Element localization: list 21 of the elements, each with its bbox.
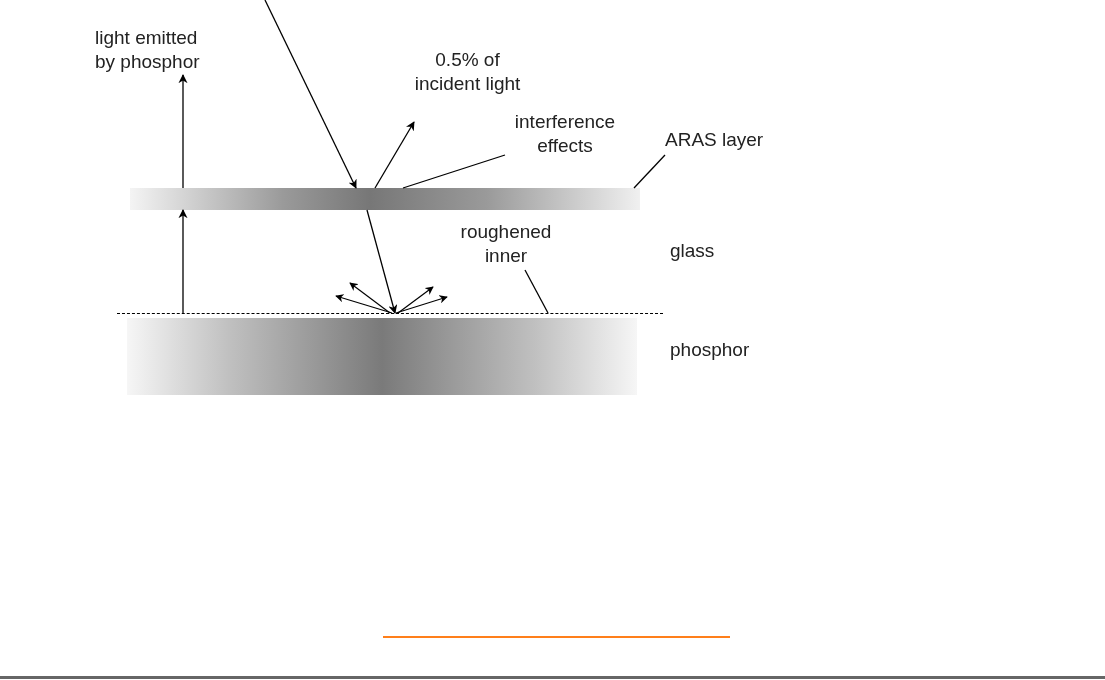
callout-label: interference effects [513, 110, 617, 158]
arrow [395, 295, 448, 314]
arrow [178, 209, 188, 314]
arrow [178, 74, 188, 189]
leader-line [633, 154, 666, 189]
arrow [335, 294, 393, 314]
roughened-surface-line [117, 313, 663, 317]
callout-label: ARAS layer [665, 128, 765, 152]
arrow [366, 209, 398, 314]
arrow [264, 0, 357, 189]
callout-label: 0.5% of incident light [413, 48, 522, 96]
layer-label: phosphor [670, 338, 750, 362]
callout-label: light emitted by phosphor [95, 26, 201, 74]
arrow [349, 282, 391, 314]
aras-layer-bar [130, 188, 640, 210]
phosphor-layer [127, 318, 637, 395]
callout-label: roughened inner [459, 220, 553, 268]
layer-label: glass [670, 239, 715, 263]
arrow [397, 286, 434, 314]
arrow [374, 121, 415, 189]
leader-line [402, 154, 506, 189]
